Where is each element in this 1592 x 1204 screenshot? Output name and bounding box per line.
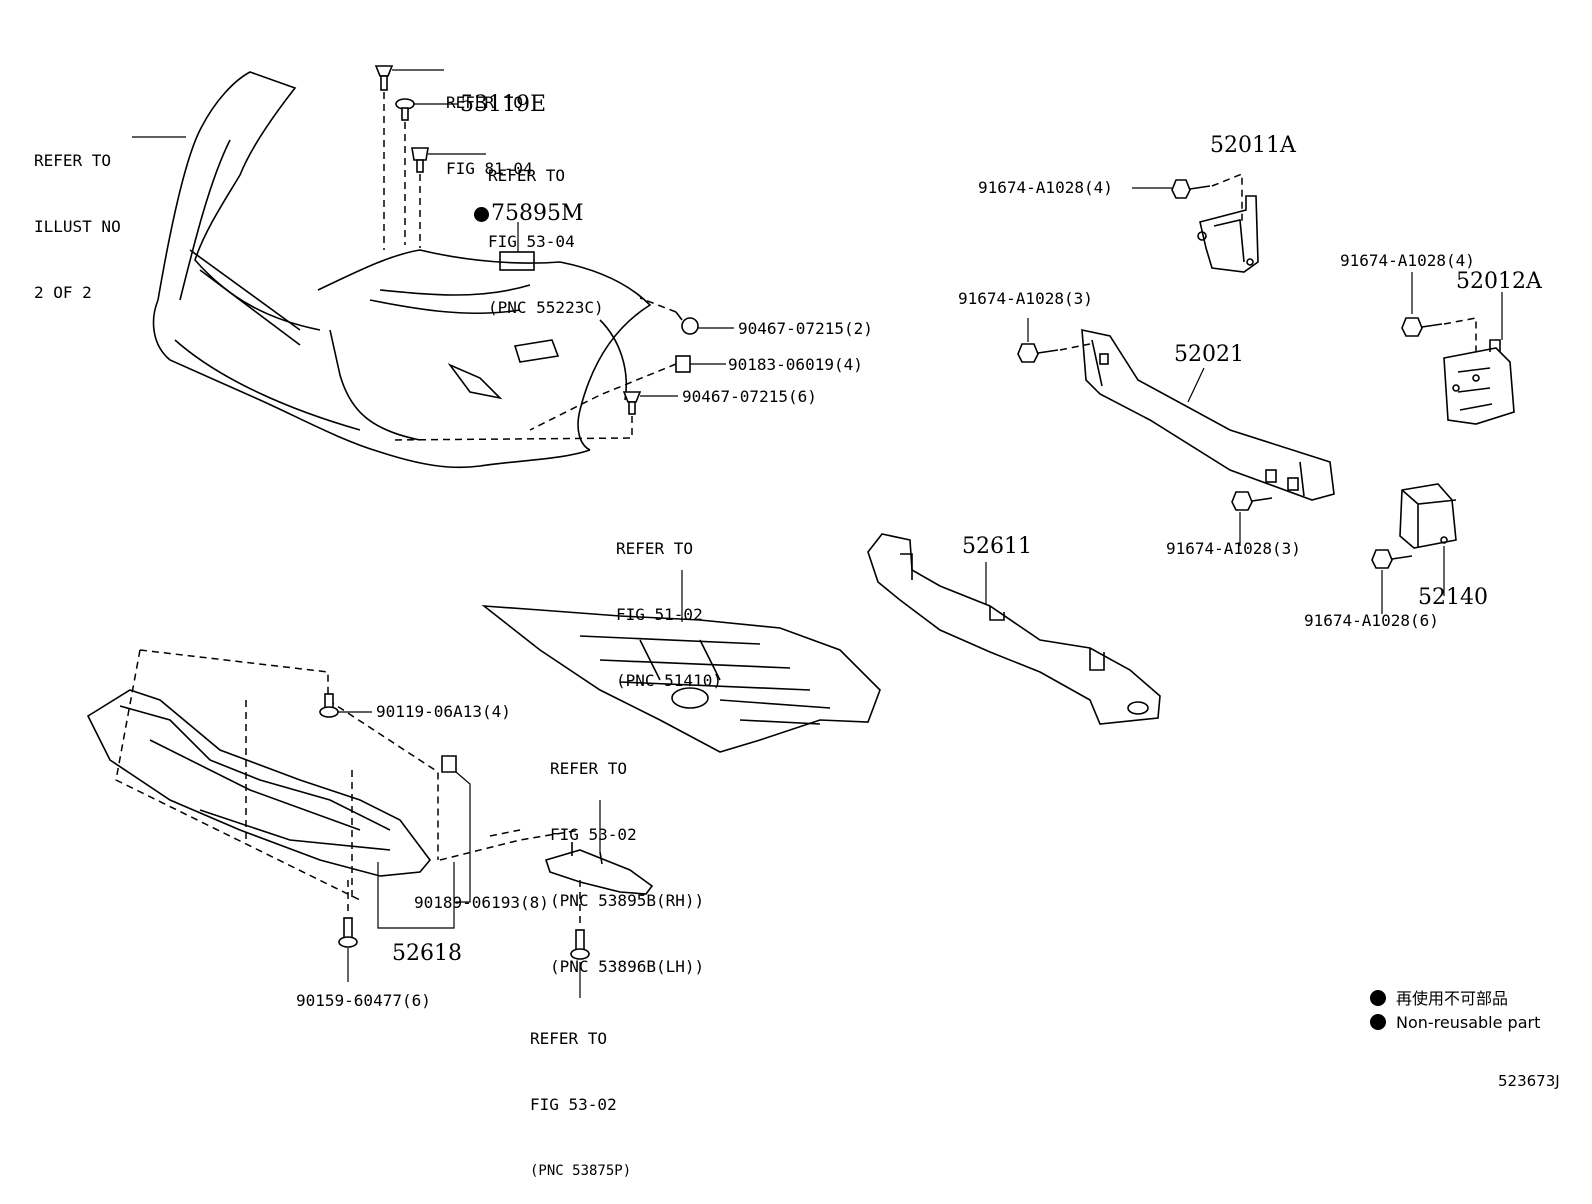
refer-fig-53-04-label: REFER TO FIG 53-04 (PNC 55223C) — [488, 121, 604, 341]
refer-fig-53-04-line2: FIG 53-04 — [488, 232, 575, 251]
part-90467-6-label: 90467-07215(6) — [682, 387, 817, 406]
refer-fig-53-02-b-line3: (PNC 53875P) — [530, 1163, 632, 1179]
clip-refer-81-04-drawing — [374, 65, 394, 91]
part-75895M-label: 75895M — [474, 202, 584, 226]
non-reusable-dot-icon — [1370, 1014, 1386, 1030]
refer-illust-line3: 2 OF 2 — [34, 283, 92, 302]
refer-fig-51-02-line3: (PNC 51410) — [616, 671, 722, 690]
refer-fig-51-02-line1: REFER TO — [616, 539, 694, 558]
front-bumper-cover-drawing — [152, 71, 652, 469]
refer-fig-53-02-a-line3: (PNC 53895B(RH)) — [550, 891, 705, 910]
bracket-52140-drawing — [1399, 483, 1457, 549]
legend-en: Non-reusable part — [1370, 1012, 1540, 1034]
refer-fig-81-04-line1: REFER TO — [446, 93, 524, 112]
refer-fig-53-02-a-label: REFER TO FIG 53-02 (PNC 53895B(RH)) (PNC… — [550, 714, 704, 1000]
refer-fig-81-04-label: REFER TO FIG 81-04 — [446, 48, 533, 202]
clip-53119E-drawing — [395, 98, 415, 121]
refer-illust-line2: ILLUST NO — [34, 217, 121, 236]
clip-90467-2-drawing — [675, 311, 699, 335]
part-90183-label: 90183-06019(4) — [728, 355, 863, 374]
bolt-91674-lower-right-drawing — [1371, 549, 1413, 569]
refer-fig-53-04-line1: REFER TO — [488, 166, 566, 185]
parts-diagram — [86, 65, 1515, 998]
clip-90467-6-drawing — [622, 391, 642, 415]
clip-refer-53-04-drawing — [411, 147, 429, 173]
bolt-91674-right-label: 91674-A1028(4) — [1340, 251, 1475, 270]
bolt-90159-drawing — [338, 917, 358, 948]
part-90119-label: 90119-06A13(4) — [376, 702, 511, 721]
part-52611-label: 52611 — [962, 534, 1032, 559]
engine-under-cover-drawing — [481, 605, 881, 753]
refer-fig-51-02-label: REFER TO FIG 51-02 (PNC 51410) — [616, 494, 722, 714]
bolt-91674-top-drawing — [1171, 179, 1211, 199]
bolt-91674-right-drawing — [1401, 317, 1443, 337]
non-reusable-dot-icon — [1370, 990, 1386, 1006]
part-52618-label: 52618 — [392, 941, 462, 966]
nut-90183-drawing — [675, 355, 691, 373]
refer-fig-51-02-line2: FIG 51-02 — [616, 605, 703, 624]
lower-cover-52618-drawing — [86, 689, 432, 877]
bolt-91674-bottom-drawing — [1231, 491, 1273, 511]
legend-en-text: Non-reusable part — [1396, 1013, 1541, 1032]
refer-fig-53-02-b-label: REFER TO FIG 53-02 (PNC 53875P) — [530, 984, 631, 1204]
bolt-91674-left-label: 91674-A1028(3) — [958, 289, 1093, 308]
bracket-52012A-drawing — [1443, 339, 1515, 425]
part-52012A-label: 52012A — [1456, 269, 1542, 294]
refer-fig-53-02-a-line1: REFER TO — [550, 759, 628, 778]
absorber-52611-drawing — [867, 533, 1161, 725]
refer-fig-53-04-line3: (PNC 55223C) — [488, 298, 604, 317]
clip-90189-drawing — [441, 755, 457, 773]
legend-jp: 再使用不可部品 — [1370, 988, 1508, 1010]
clip-90119-drawing — [319, 693, 339, 718]
bolt-91674-bottom-label: 91674-A1028(3) — [1166, 539, 1301, 558]
refer-illust-line1: REFER TO — [34, 151, 112, 170]
side-seal-bracket-drawing — [544, 842, 654, 895]
refer-fig-53-02-b-line2: FIG 53-02 — [530, 1095, 617, 1114]
part-53119E-label: 53119E — [460, 92, 547, 117]
bolt-91674-top-label: 91674-A1028(4) — [978, 178, 1113, 197]
part-52140-label: 52140 — [1418, 585, 1488, 610]
refer-fig-81-04-line2: FIG 81-04 — [446, 159, 533, 178]
part-90467-2-label: 90467-07215(2) — [738, 319, 873, 338]
refer-fig-53-02-a-line2: FIG 53-02 — [550, 825, 637, 844]
refer-fig-53-02-b-line1: REFER TO — [530, 1029, 608, 1048]
reinforcement-52021-drawing — [1081, 328, 1335, 501]
diagram-id: 523673J — [1498, 1072, 1560, 1090]
bolt-53875P-drawing — [570, 929, 590, 960]
part-90159-label: 90159-60477(6) — [296, 991, 431, 1010]
bolt-91674-left-drawing — [1017, 343, 1059, 363]
bolt-91674-lower-right-label: 91674-A1028(6) — [1304, 611, 1439, 630]
part-75895M-text: 75895M — [491, 201, 584, 226]
bracket-52011A-drawing — [1197, 195, 1259, 273]
part-52011A-label: 52011A — [1210, 133, 1296, 158]
part-90189-label: 90189-06193(8) — [414, 893, 549, 912]
part-52021-label: 52021 — [1174, 342, 1244, 367]
non-reusable-marker-icon — [474, 207, 489, 222]
refer-illust-label: REFER TO ILLUST NO 2 OF 2 — [34, 106, 121, 326]
refer-fig-53-02-a-line4: (PNC 53896B(LH)) — [550, 957, 705, 976]
legend-jp-text: 再使用不可部品 — [1396, 989, 1509, 1008]
